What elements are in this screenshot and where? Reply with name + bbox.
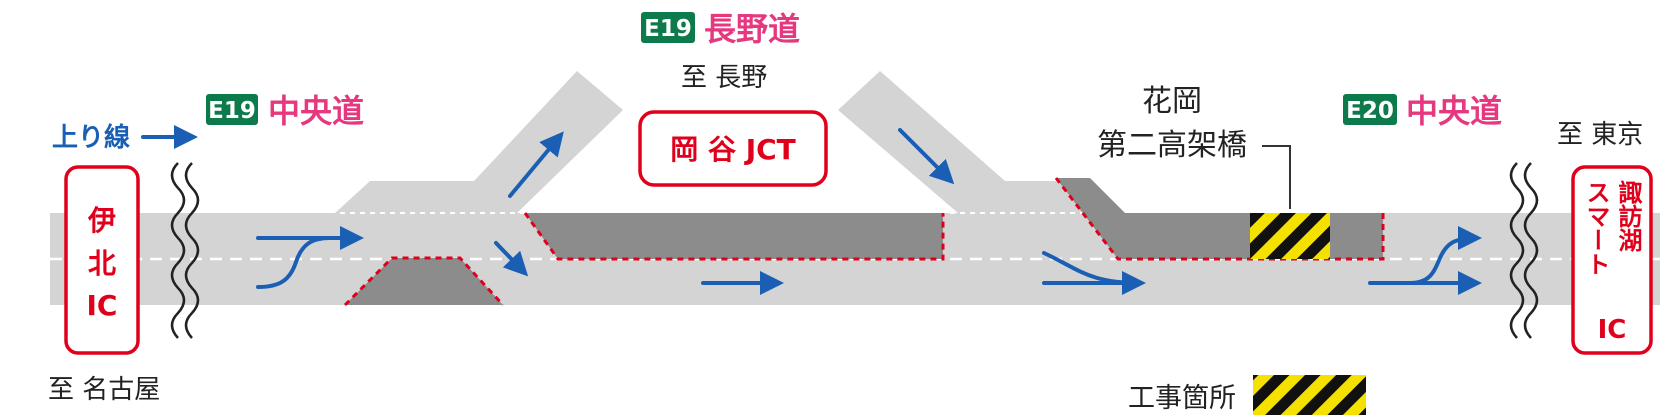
flow-arrows bbox=[141, 125, 1482, 295]
route-code-top: E19 bbox=[644, 16, 692, 42]
bridge-name-line-2: 第二高架橋 bbox=[1097, 128, 1247, 163]
route-name-right: 中央道 bbox=[1406, 92, 1502, 130]
route-sign-right: E20 中央道 bbox=[1341, 92, 1502, 130]
road-break-icon bbox=[170, 162, 186, 339]
ibuki-ic-char-3: IC bbox=[87, 289, 118, 322]
dest-nagoya: 至 名古屋 bbox=[48, 375, 160, 405]
arrow-right-icon bbox=[256, 236, 332, 289]
ibuki-ic-box bbox=[64, 165, 140, 355]
closed-area-left bbox=[345, 258, 503, 305]
suwako-ic-line-3: IC bbox=[1598, 315, 1627, 345]
suwako-ic-line-1: 諏訪湖 bbox=[1614, 180, 1642, 253]
dest-tokyo: 至 東京 bbox=[1557, 120, 1643, 150]
arrow-right-icon bbox=[1408, 226, 1482, 285]
legend-work-zone-label: 工事箇所 bbox=[1128, 383, 1236, 414]
hatch-pattern-icon bbox=[1253, 375, 1366, 415]
route-code-right: E20 bbox=[1346, 98, 1394, 124]
legend: 工事箇所 bbox=[1128, 375, 1366, 415]
route-sign-top: E19 長野道 bbox=[639, 10, 800, 48]
route-sign-left: E19 中央道 bbox=[204, 92, 364, 130]
route-code-left: E19 bbox=[208, 98, 256, 124]
road-break-icon bbox=[184, 162, 200, 339]
ibuki-ic-char-2: 北 bbox=[88, 247, 116, 280]
suwako-ic-box bbox=[1571, 165, 1653, 355]
closed-area-center-border bbox=[523, 212, 945, 261]
dest-nagano: 至 長野 bbox=[681, 63, 767, 93]
suwako-ic-line-2: スマート bbox=[1582, 180, 1610, 276]
construction-zone bbox=[1250, 213, 1330, 259]
road-break-icon bbox=[1523, 162, 1539, 339]
okaya-jct-label: 岡 谷 JCT bbox=[670, 133, 796, 166]
ramp-to-nagano bbox=[335, 71, 623, 213]
route-name-left: 中央道 bbox=[268, 92, 364, 130]
ibuki-ic-char-1: 伊 bbox=[87, 204, 116, 237]
okaya-jct-box bbox=[638, 110, 828, 187]
arrow-right-icon bbox=[508, 131, 564, 198]
bridge-name-line-1: 花岡 bbox=[1142, 84, 1202, 119]
upline-label: 上り線 bbox=[52, 122, 130, 153]
ramp-from-nagano bbox=[838, 71, 1113, 213]
closed-area-left-border bbox=[343, 256, 505, 307]
arrow-right-icon bbox=[898, 128, 955, 185]
arrow-right-icon bbox=[494, 241, 529, 277]
bridge-leader-line bbox=[1262, 145, 1291, 209]
closed-area-center bbox=[525, 213, 943, 259]
route-name-top: 長野道 bbox=[704, 10, 800, 48]
road-break-icon bbox=[1509, 162, 1525, 339]
